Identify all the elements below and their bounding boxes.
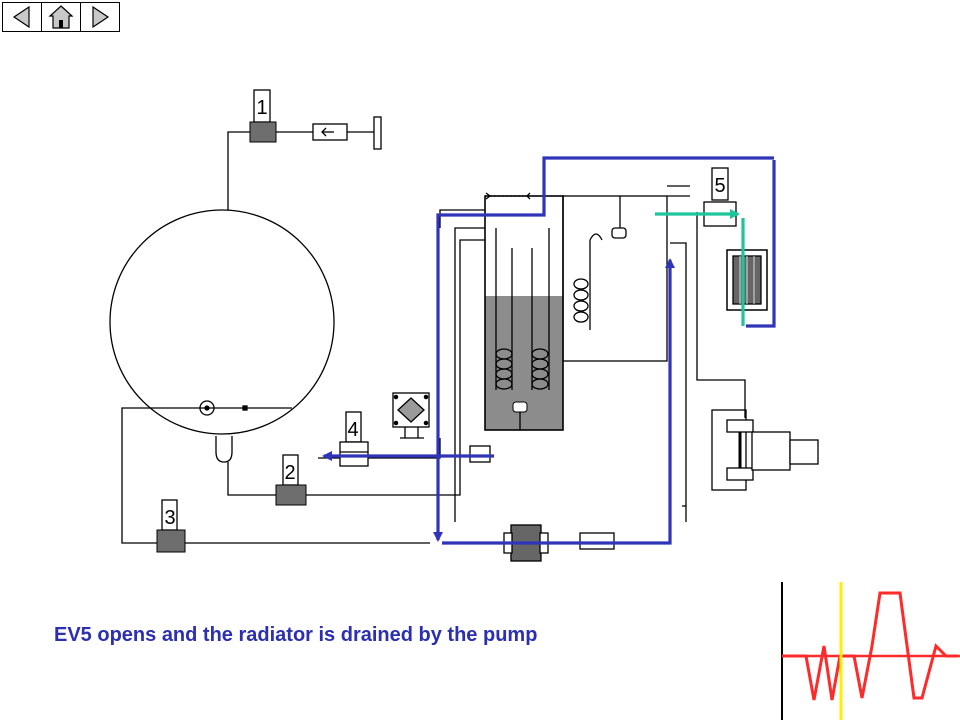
diagram-caption: EV5 opens and the radiator is drained by… (54, 624, 538, 646)
valve-ev1-number: 1 (256, 97, 267, 119)
valve-ev2-body (275, 484, 307, 506)
valve-ev4-number: 4 (347, 419, 358, 441)
pump-frame (711, 409, 747, 491)
valve-ev5-number: 5 (714, 175, 725, 197)
feed-handle (373, 116, 382, 150)
flow-meter (579, 532, 615, 550)
pump-motor (751, 431, 791, 471)
valve-ev3-body (156, 529, 186, 553)
pipe-drain-ev2 (227, 462, 276, 496)
flow-path-drain (433, 156, 774, 542)
triangle-right-icon (92, 5, 110, 29)
valve-ev2-number: 2 (284, 462, 295, 484)
boiler-float (199, 400, 215, 416)
pipe-feed-top (227, 131, 250, 210)
filter-element (469, 445, 491, 463)
navigation-bar (2, 2, 120, 32)
boiler-tank (109, 209, 335, 435)
back-button[interactable] (3, 3, 42, 31)
waveform-signal (782, 591, 958, 701)
forward-button[interactable] (81, 3, 119, 31)
flow-path-radiator (746, 160, 776, 328)
valve-ev3-number: 3 (164, 507, 175, 529)
valve-ev5-label-box (711, 167, 729, 201)
home-icon (48, 5, 74, 29)
check-valve-top (312, 123, 348, 141)
valve-ev4-body (339, 441, 369, 467)
boiler-drain (215, 436, 233, 463)
pipe-boiler-bottom-left (121, 407, 160, 544)
flow-path-return (442, 258, 675, 545)
triangle-left-icon (12, 5, 30, 29)
valve-ev1-body (249, 121, 277, 143)
pipe-right-loop (670, 242, 687, 522)
home-button[interactable] (42, 3, 81, 31)
signal-waveform (781, 582, 960, 720)
radiator-chamber (562, 195, 668, 362)
main-tank (484, 195, 564, 431)
